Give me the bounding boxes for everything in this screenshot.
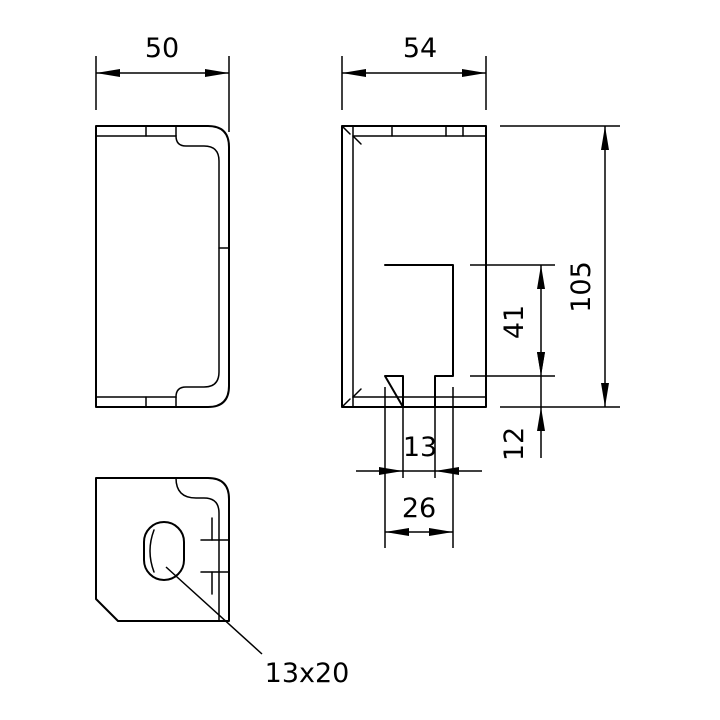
dimension-slot-width: 13: [356, 387, 482, 478]
dimension-label-26: 26: [402, 493, 436, 524]
dimension-slot-offset: 12: [499, 352, 545, 461]
hole-callout: 13x20: [165, 566, 350, 689]
dimension-label-105: 105: [566, 261, 597, 313]
dimension-label-50: 50: [145, 33, 179, 64]
front-view: [341, 125, 487, 408]
dimension-label-12: 12: [499, 427, 530, 461]
plan-view: [95, 477, 230, 622]
dimension-height: 105: [500, 125, 620, 408]
dimension-label-54: 54: [403, 33, 437, 64]
dimension-side-width: 50: [95, 33, 230, 132]
dimension-label-13: 13: [403, 432, 437, 463]
dimension-label-hole: 13x20: [265, 658, 350, 689]
side-view: [95, 125, 230, 408]
dimension-label-41: 41: [499, 305, 530, 339]
dimension-tab-width: 26: [384, 387, 454, 548]
dimension-front-width: 54: [341, 33, 487, 110]
